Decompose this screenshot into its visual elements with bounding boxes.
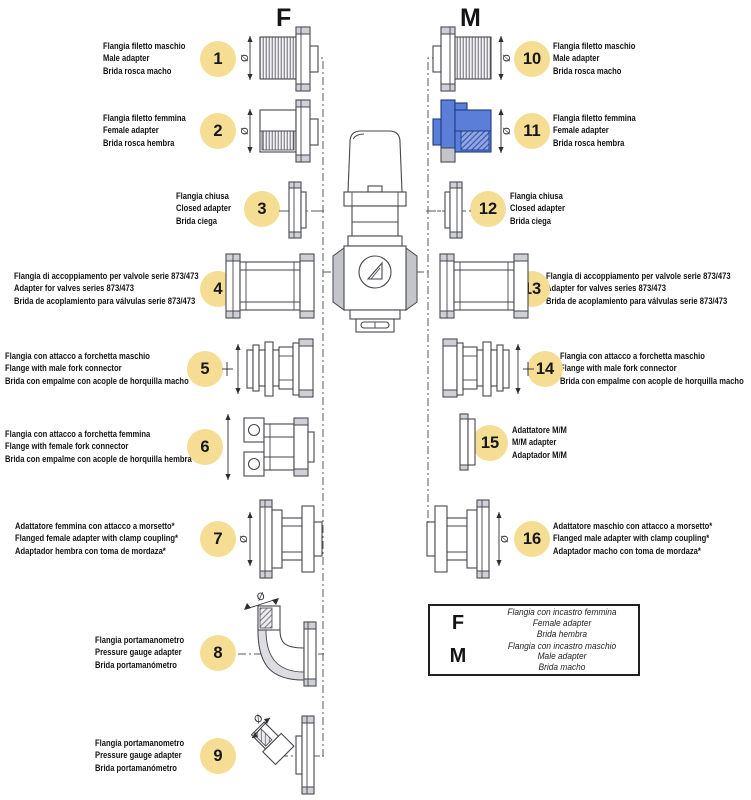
item-badge-15: 15 bbox=[472, 425, 508, 461]
part-drawing-4 bbox=[225, 253, 315, 319]
brand-logo-icon bbox=[366, 261, 383, 280]
diameter-symbol: Ø bbox=[255, 592, 266, 604]
diameter-symbol: Ø bbox=[239, 127, 251, 135]
column-header-f: F bbox=[276, 4, 292, 32]
item-label-6: Flangia con attacco a forchetta femmina … bbox=[5, 429, 192, 465]
item-label-3: Flangia chiusa Closed adapter Brida cieg… bbox=[176, 191, 231, 227]
item-label-8: Flangia portamanometro Pressure gauge ad… bbox=[95, 635, 185, 671]
item-label-10: Flangia filetto maschio Male adapter Bri… bbox=[553, 41, 636, 77]
item-badge-11: 11 bbox=[514, 113, 550, 149]
diameter-symbol: Ø bbox=[239, 54, 251, 62]
item-badge-8: 8 bbox=[200, 635, 236, 671]
legend-key-m: M bbox=[449, 645, 467, 668]
item-badge-16: 16 bbox=[514, 521, 550, 557]
valve-drawing bbox=[332, 130, 418, 333]
item-label-11: Flangia filetto femmina Female adapter B… bbox=[553, 113, 636, 149]
diameter-symbol: Ø bbox=[499, 535, 511, 543]
item-label-9: Flangia portamanometro Pressure gauge ad… bbox=[95, 738, 185, 774]
item-badge-12: 12 bbox=[470, 191, 506, 227]
part-drawing-16: Ø bbox=[426, 499, 511, 579]
item-badge-10: 10 bbox=[514, 41, 550, 77]
part-drawing-3 bbox=[279, 181, 325, 239]
legend-key-f: F bbox=[451, 611, 465, 634]
item-badge-3: 3 bbox=[244, 191, 280, 227]
column-header-m: M bbox=[460, 4, 481, 32]
item-label-13: Flangia di accoppiamento per valvole ser… bbox=[546, 271, 731, 307]
item-label-14: Flangia con attacco a forchetta maschio … bbox=[560, 351, 744, 387]
item-label-4: Flangia di accoppiamento per valvole ser… bbox=[14, 271, 199, 307]
item-label-16: Adattatore maschio con attacco a morsett… bbox=[553, 521, 713, 557]
part-drawing-13 bbox=[439, 253, 529, 319]
diameter-symbol: Ø bbox=[238, 535, 250, 543]
part-drawing-11-highlighted: Ø bbox=[432, 99, 513, 163]
part-drawing-1: Ø bbox=[239, 26, 319, 92]
part-drawing-15 bbox=[459, 413, 476, 471]
legend-row-f: F Flangia con incastro femmina Female ad… bbox=[430, 607, 638, 639]
diameter-symbol: Ø bbox=[501, 54, 513, 62]
part-drawing-8: Ø bbox=[238, 592, 324, 687]
legend-box: F Flangia con incastro femmina Female ad… bbox=[428, 604, 640, 676]
item-badge-14: 14 bbox=[527, 351, 563, 387]
item-label-12: Flangia chiusa Closed adapter Brida cieg… bbox=[510, 191, 565, 227]
item-badge-7: 7 bbox=[200, 521, 236, 557]
item-label-15: Adattatore M/M M/M adapter Adaptador M/M bbox=[512, 425, 567, 461]
legend-text-m: Flangia con incastro maschio Male adapte… bbox=[507, 640, 617, 672]
item-label-7: Adattatore femmina con attacco a morsett… bbox=[15, 521, 179, 557]
item-label-2: Flangia filetto femmina Female adapter B… bbox=[103, 113, 186, 149]
part-drawing-14 bbox=[442, 338, 534, 398]
part-drawing-10: Ø bbox=[432, 26, 513, 92]
part-drawing-12 bbox=[426, 181, 472, 239]
part-drawing-7: Ø bbox=[238, 499, 323, 579]
item-badge-9: 9 bbox=[200, 738, 236, 774]
item-badge-5: 5 bbox=[187, 351, 223, 387]
part-drawing-9: Ø bbox=[250, 712, 324, 795]
item-badge-6: 6 bbox=[187, 429, 223, 465]
part-drawing-2: Ø bbox=[239, 99, 319, 163]
diameter-symbol: Ø bbox=[501, 127, 513, 135]
legend-text-f: Flangia con incastro femmina Female adap… bbox=[507, 607, 617, 639]
part-drawing-5 bbox=[222, 338, 314, 398]
legend-row-m: M Flangia con incastro maschio Male adap… bbox=[430, 641, 638, 673]
item-badge-2: 2 bbox=[200, 113, 236, 149]
item-label-1: Flangia filetto maschio Male adapter Bri… bbox=[103, 41, 186, 77]
item-label-5: Flangia con attacco a forchetta maschio … bbox=[5, 351, 189, 387]
item-badge-1: 1 bbox=[200, 41, 236, 77]
part-drawing-6 bbox=[225, 414, 315, 480]
